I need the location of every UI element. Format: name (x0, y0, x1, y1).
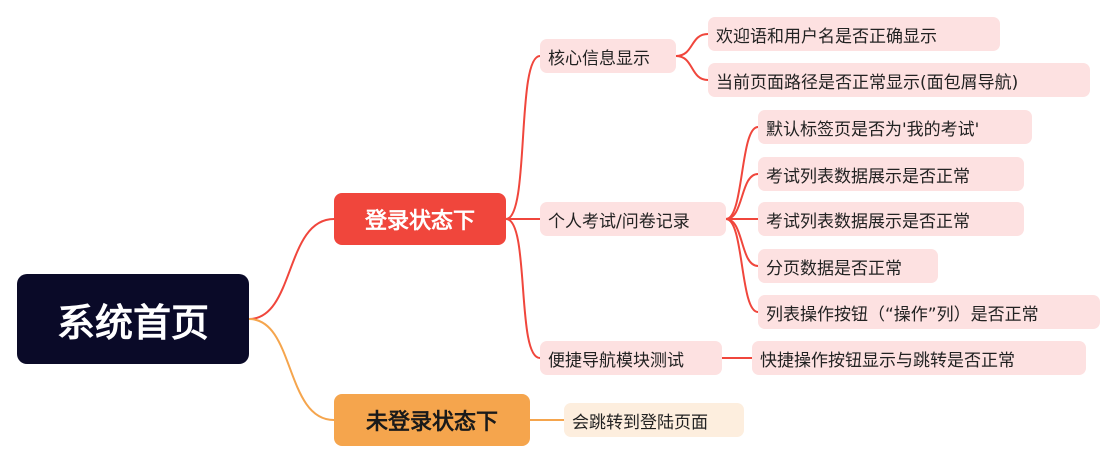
nav-item-shortcut-buttons: 快捷操作按钮显示与跳转是否正常 (752, 341, 1086, 375)
logged-in-node: 登录状态下 (334, 193, 506, 245)
exam-record-node: 个人考试/问卷记录 (540, 202, 726, 236)
root-node: 系统首页 (17, 274, 249, 364)
exam-item-pagination: 分页数据是否正常 (758, 249, 938, 283)
exam-item-list-data-1: 考试列表数据展示是否正常 (758, 157, 1024, 191)
connector-loggedin-nav (505, 218, 541, 359)
connector-exam-item5 (725, 218, 759, 313)
connector-core-item2 (675, 55, 709, 81)
connector-exam-item2 (725, 173, 759, 220)
connector-loggedin-core (505, 55, 541, 220)
quick-nav-node: 便捷导航模块测试 (540, 341, 722, 375)
connector-root-loggedin (248, 218, 335, 320)
logged-out-item-redirect: 会跳转到登陆页面 (564, 403, 744, 437)
connector-core-item1 (675, 33, 709, 57)
exam-item-action-buttons: 列表操作按钮（“操作”列）是否正常 (758, 295, 1100, 329)
connector-root-loggedout (248, 318, 335, 421)
connector-exam-item1 (725, 126, 759, 220)
logged-out-node: 未登录状态下 (334, 394, 530, 446)
exam-item-list-data-2: 考试列表数据展示是否正常 (758, 202, 1024, 236)
core-info-node: 核心信息显示 (540, 39, 676, 73)
core-item-welcome: 欢迎语和用户名是否正确显示 (708, 17, 1000, 51)
exam-item-default-tab: 默认标签页是否为'我的考试' (758, 110, 1032, 144)
core-item-breadcrumb: 当前页面路径是否正常显示(面包屑导航) (708, 63, 1090, 97)
